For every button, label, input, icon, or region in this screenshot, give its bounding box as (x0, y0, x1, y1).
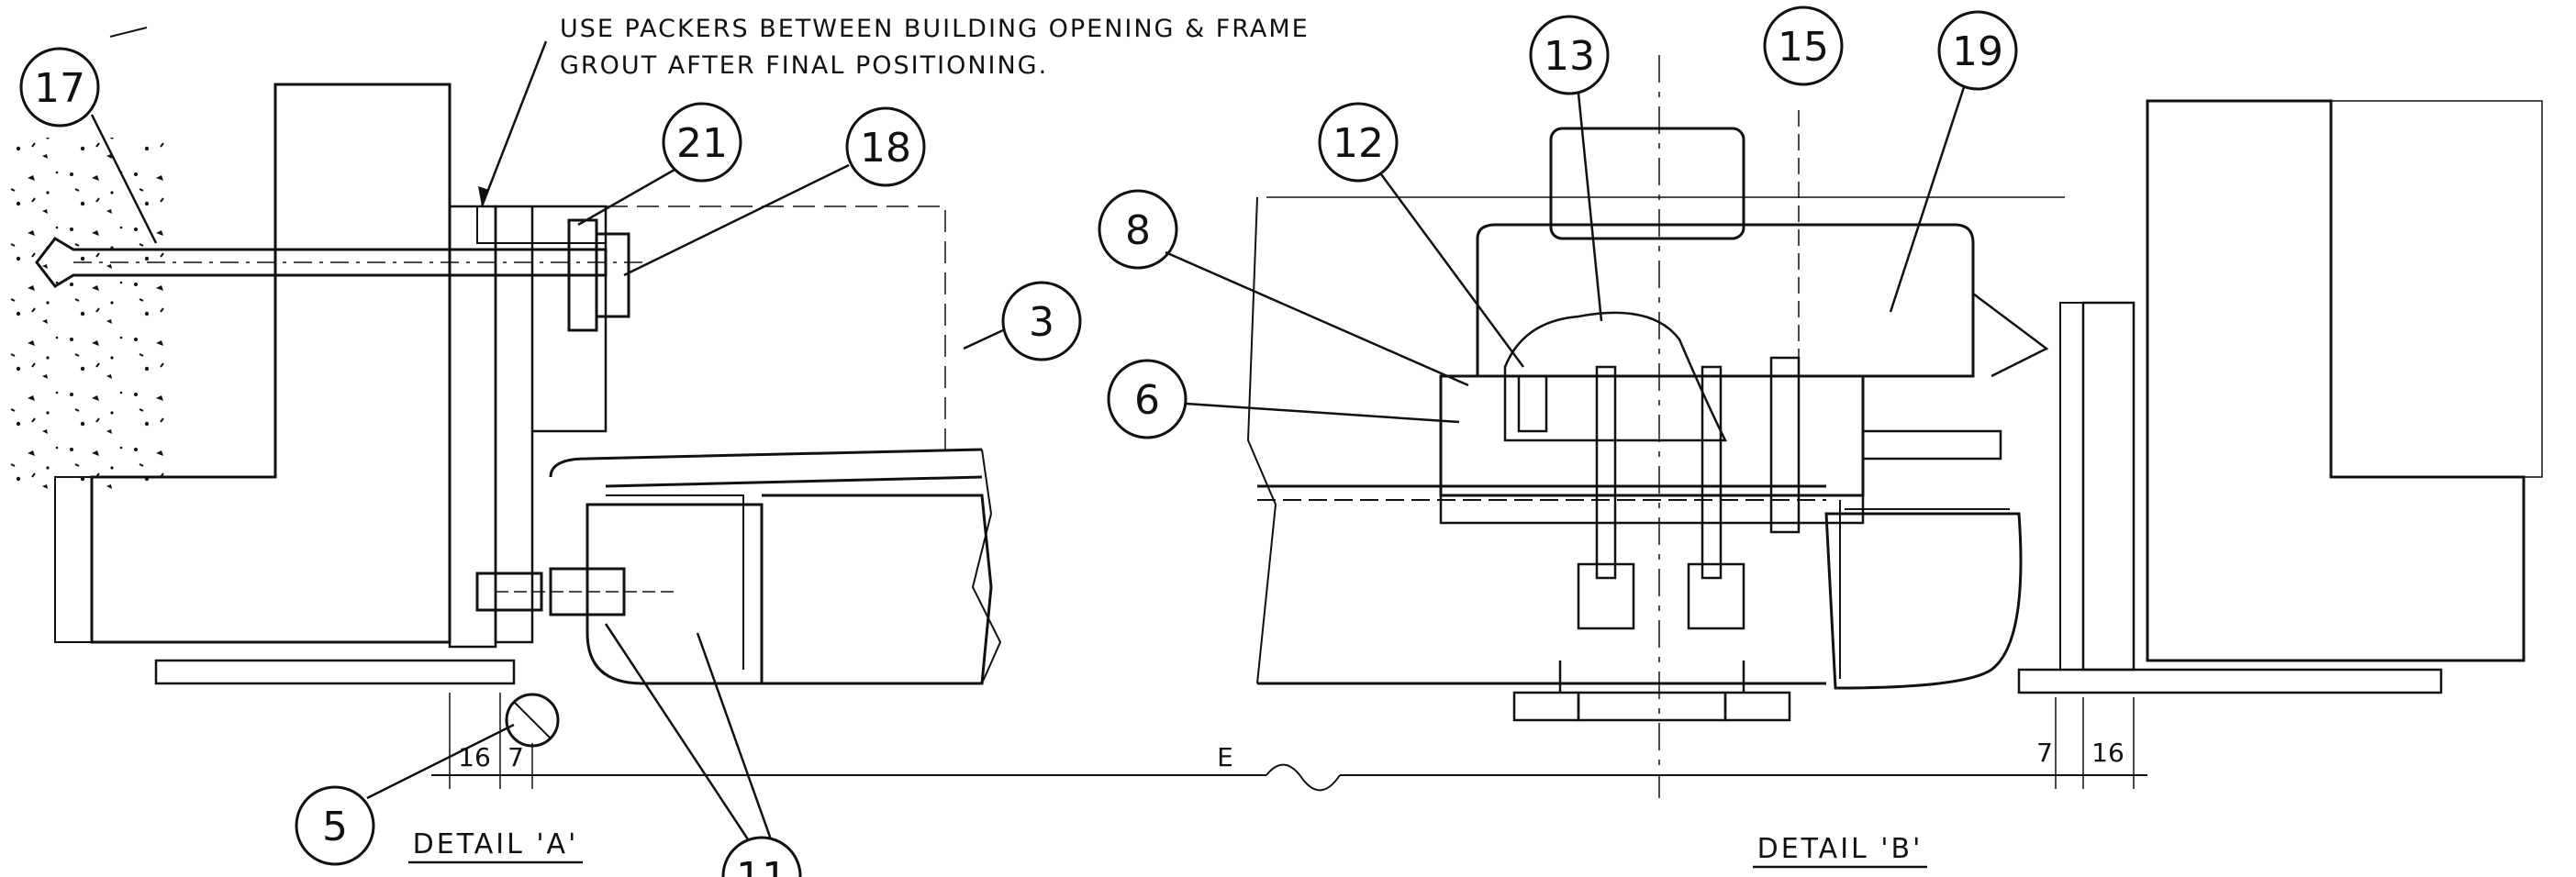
dim-left-7: 7 (507, 742, 524, 772)
svg-text:18: 18 (860, 125, 911, 172)
callout-18: 18 (623, 106, 926, 277)
detail-b-drawing (1246, 55, 2543, 798)
callout-8: 8 (1098, 189, 1469, 387)
callout-19: 19 (1889, 10, 2018, 313)
callout-17: 17 (19, 47, 158, 244)
leaf-frame-a (585, 503, 764, 685)
dim-centre: E (1217, 742, 1233, 772)
leaf-frame-b (1824, 512, 2023, 690)
concrete-right-b (2330, 100, 2543, 478)
detail-a-drawing (9, 27, 1002, 748)
svg-text:13: 13 (1544, 33, 1595, 80)
grout-strip-b (2081, 301, 2136, 672)
detail-a-title: DETAIL 'A' (413, 828, 579, 860)
callout-13: 13 (1529, 15, 1610, 322)
grout-strip-a (448, 205, 497, 649)
dim-left-16: 16 (458, 742, 491, 772)
note-line-2: GROUT AFTER FINAL POSITIONING. (560, 51, 1048, 80)
dimension-line: 16 7 E 7 16 (431, 693, 2147, 792)
callout-6: 6 (1107, 359, 1460, 439)
svg-text:19: 19 (1952, 28, 2003, 75)
svg-text:8: 8 (1125, 207, 1151, 254)
base-plate-a (154, 659, 516, 685)
svg-text:3: 3 (1029, 299, 1054, 346)
base-plate-b (2017, 668, 2443, 694)
callout-15: 15 (1763, 6, 1844, 86)
callout-12: 12 (1318, 102, 1525, 368)
callout-11: 11 (604, 623, 802, 877)
dim-right-7: 7 (2036, 738, 2053, 768)
svg-text:15: 15 (1778, 24, 1829, 71)
svg-text:5: 5 (322, 804, 348, 850)
housing-19 (1476, 223, 1975, 378)
bolt-15 (1769, 356, 1801, 534)
note-line-1: USE PACKERS BETWEEN BUILDING OPENING & F… (560, 15, 1310, 43)
grout-note: USE PACKERS BETWEEN BUILDING OPENING & F… (478, 15, 1310, 207)
detail-b-title: DETAIL 'B' (1757, 833, 1924, 865)
svg-text:17: 17 (34, 65, 85, 112)
svg-text:21: 21 (676, 120, 728, 167)
anchor-bolt (35, 237, 608, 288)
concrete-left-a (9, 138, 165, 495)
callout-21: 21 (577, 102, 742, 227)
actuator-top (1549, 127, 1745, 240)
wall-section-b (2146, 99, 2526, 662)
callout-3: 3 (963, 281, 1082, 361)
svg-text:12: 12 (1333, 120, 1384, 167)
svg-text:11: 11 (736, 854, 787, 877)
svg-text:6: 6 (1134, 377, 1160, 424)
dim-right-16: 16 (2091, 738, 2124, 768)
callout-5: 5 (295, 723, 515, 866)
